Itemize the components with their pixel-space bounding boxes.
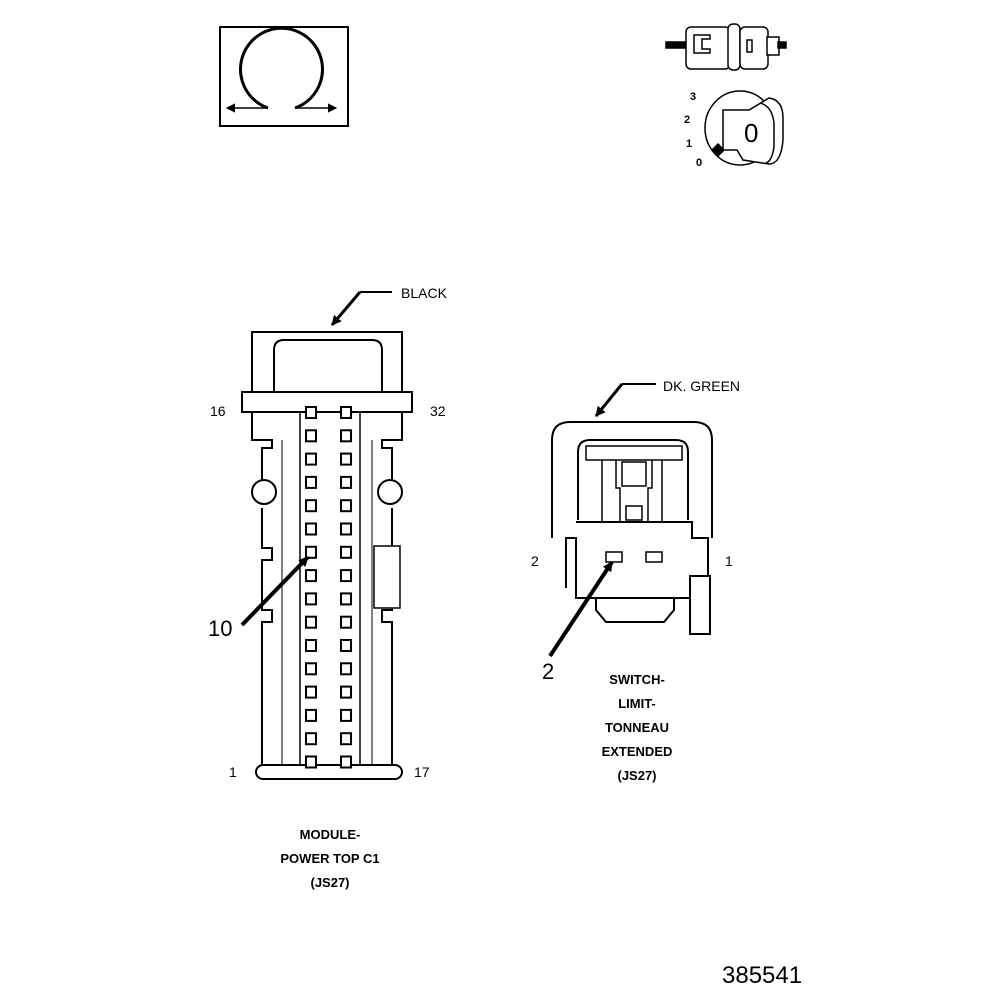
switch-connector	[551, 421, 713, 635]
module-pin-cavity	[340, 755, 352, 769]
key-label: 0	[744, 118, 759, 148]
module-pin-cavity	[305, 499, 317, 513]
pin-10-callout-arrow	[240, 555, 310, 627]
switch-name-line-5: (JS27)	[617, 768, 657, 783]
switch-name-line-3: TONNEAU	[604, 720, 670, 735]
module-pin-cavity	[305, 452, 317, 466]
module-pin-cavity	[305, 615, 317, 629]
ohm-meter-icon	[219, 26, 349, 127]
module-pin-cavity	[340, 475, 352, 489]
module-pin-cavity	[305, 406, 317, 419]
module-pin-cavity	[340, 708, 352, 722]
module-pin-cavity	[340, 592, 352, 606]
module-pin-cavity	[305, 639, 317, 652]
module-pin-cavity	[305, 522, 317, 536]
module-name-line-3: (JS27)	[310, 875, 350, 890]
switch-callout-pin: 2	[542, 659, 555, 684]
switch-name-line-1: SWITCH-	[609, 672, 665, 687]
switch-color-label: DK. GREEN	[663, 378, 741, 394]
switch-pin-1-label: 1	[725, 553, 733, 569]
dk-green-leader	[594, 383, 656, 417]
module-pin-cavity	[305, 569, 317, 583]
module-pin-cavity	[340, 452, 352, 466]
switch-name: SWITCH- LIMIT- TONNEAU EXTENDED (JS27)	[537, 668, 737, 788]
switch-position-1: 1	[686, 138, 693, 150]
module-pin-cavity	[340, 406, 352, 419]
module-pin-1-label: 1	[229, 764, 237, 780]
module-pin-cavity	[340, 545, 352, 559]
module-pin-32-label: 32	[430, 403, 446, 419]
module-pin-16-label: 16	[210, 403, 226, 419]
module-pin-array	[305, 406, 352, 769]
module-connector	[241, 331, 413, 780]
module-pin-cavity	[305, 732, 317, 746]
module-pin-cavity	[305, 708, 317, 722]
module-pin-cavity	[340, 499, 352, 513]
module-name-line-2: POWER TOP C1	[280, 851, 380, 866]
module-pin-cavity	[340, 685, 352, 699]
black-leader	[330, 291, 392, 326]
module-name-line-1: MODULE-	[299, 827, 361, 842]
switch-position-3: 3	[690, 91, 697, 103]
module-pin-cavity	[305, 592, 317, 606]
module-pin-cavity	[305, 475, 317, 489]
module-color-label: BLACK	[401, 285, 447, 301]
switch-position-0: 0	[696, 157, 703, 169]
switch-name-line-2: LIMIT-	[618, 696, 656, 711]
module-name: MODULE- POWER TOP C1 (JS27)	[230, 823, 430, 895]
pin-2-callout-arrow	[548, 560, 614, 658]
module-callout-pin: 10	[208, 616, 233, 641]
module-pin-cavity	[340, 429, 352, 443]
module-pin-cavity	[340, 732, 352, 746]
switch-name-line-4: EXTENDED	[601, 744, 673, 759]
ignition-key-icon	[704, 90, 784, 166]
module-pin-cavity	[340, 639, 352, 652]
module-pin-cavity	[305, 685, 317, 699]
module-pin-cavity	[340, 522, 352, 536]
figure-number: 385541	[722, 962, 803, 989]
switch-position-2: 2	[684, 114, 691, 126]
connector-probe-icon	[665, 23, 787, 71]
module-pin-cavity	[305, 662, 317, 676]
module-pin-17-label: 17	[414, 764, 430, 780]
module-pin-cavity	[340, 615, 352, 629]
module-pin-cavity	[305, 545, 317, 559]
switch-pin-2-label: 2	[531, 553, 539, 569]
module-pin-cavity	[305, 429, 317, 443]
module-pin-cavity	[305, 755, 317, 769]
module-pin-cavity	[340, 569, 352, 583]
module-pin-cavity	[340, 662, 352, 676]
